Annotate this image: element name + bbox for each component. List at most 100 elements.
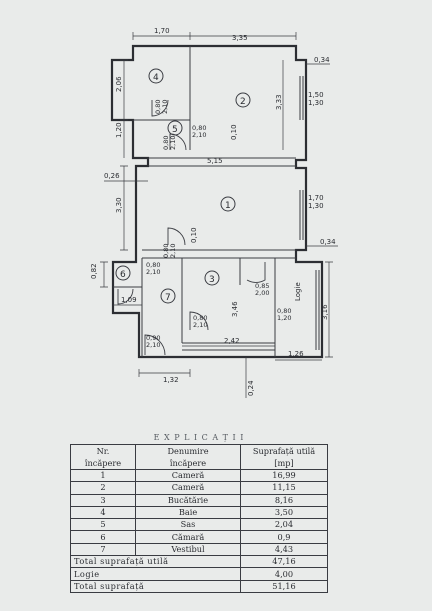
header-area: Suprafață utilă [mp] xyxy=(240,444,328,470)
room-3-marker xyxy=(204,270,220,286)
walls xyxy=(110,44,324,359)
row-nr: 4 xyxy=(70,505,136,520)
row-name: Vestibul xyxy=(135,542,241,557)
row-nr: 6 xyxy=(70,530,136,544)
dim-room6-side: 0,82 xyxy=(90,263,98,279)
dimension-labels: 1,70 3,35 0,34 1,50 1,30 3,33 2,06 1,20 … xyxy=(90,27,336,396)
dim-room4-height: 2,06 xyxy=(115,76,123,92)
door-logie-a-width: 0,85 xyxy=(255,282,269,290)
dim-right-top: 0,34 xyxy=(314,56,330,64)
logie-value: 4,00 xyxy=(240,567,328,581)
dim-logie-height: 3,16 xyxy=(321,304,329,320)
room-logie-label: Logie xyxy=(294,282,302,301)
row-area: 0,9 xyxy=(240,530,328,544)
door-5b-height: 2,10 xyxy=(169,136,177,150)
door-7-width: 0,90 xyxy=(146,334,160,342)
door-swings xyxy=(117,99,266,356)
door-5-height: 2,10 xyxy=(192,131,206,139)
row-area: 8,16 xyxy=(240,493,328,507)
room-6-marker xyxy=(115,265,131,281)
table-row: 1 Cameră 16,99 xyxy=(70,468,328,483)
table-row: 7 Vestibul 4,43 xyxy=(70,542,328,557)
legend-table: Nr. încăpere Denumire încăpere Suprafață… xyxy=(70,444,328,593)
row-nr: 7 xyxy=(70,542,136,557)
room-1-marker xyxy=(220,196,236,212)
room-7-marker xyxy=(160,288,176,304)
legend-caption: E X P L I C A Ț I I xyxy=(153,433,245,442)
dim-right-mid-a: 1,70 xyxy=(308,194,324,202)
row-name: Bucătărie xyxy=(135,493,241,507)
door-1-height: 2,10 xyxy=(169,244,177,258)
header-nr-line1: Nr. xyxy=(96,446,110,456)
dim-inner-partition-a: 0,10 xyxy=(230,124,238,140)
room-numbers: 4 2 5 1 6 3 7 Logie xyxy=(115,68,302,304)
table-row: 5 Sas 2,04 xyxy=(70,518,328,532)
room-6-number: 6 xyxy=(120,270,126,280)
room-5-number: 5 xyxy=(172,125,178,135)
dim-room5-height: 1,20 xyxy=(115,122,123,138)
door-7-height: 2,10 xyxy=(146,341,160,349)
row-name: Cămară xyxy=(135,530,241,544)
total-area-value: 51,16 xyxy=(240,579,328,593)
dim-room3-height: 3,46 xyxy=(231,301,239,317)
door-5b-width: 0,80 xyxy=(162,136,170,150)
total-area-label: Total suprafață xyxy=(70,579,241,593)
total-area-row: Total suprafață 51,16 xyxy=(70,579,328,593)
dim-room1-height: 3,30 xyxy=(115,197,123,213)
room-1-number: 1 xyxy=(225,201,231,211)
room-3-number: 3 xyxy=(209,275,215,285)
door-1-width: 0,80 xyxy=(162,244,170,258)
dim-room3-width: 2,42 xyxy=(224,337,240,345)
row-name: Cameră xyxy=(135,481,241,495)
header-area-line1: Suprafață utilă xyxy=(252,446,316,456)
door-logie-b-width: 0,80 xyxy=(277,307,291,315)
dim-right-upper-b: 1,30 xyxy=(308,99,324,107)
row-area: 16,99 xyxy=(240,468,328,483)
row-area: 4,43 xyxy=(240,542,328,557)
room-7-number: 7 xyxy=(165,293,171,303)
door-logie-b-height: 1,20 xyxy=(277,314,291,322)
total-useful-label: Total suprafață utilă xyxy=(70,555,241,569)
dim-logie-width: 1,26 xyxy=(288,350,304,358)
door-3-height: 2,10 xyxy=(193,321,207,329)
table-row: 6 Cămară 0,9 xyxy=(70,530,328,544)
total-useful-row: Total suprafață utilă 47,16 xyxy=(70,555,328,569)
dim-top-right: 3,35 xyxy=(232,34,248,42)
dim-right-mid-b: 1,30 xyxy=(308,202,324,210)
legend-table-block: E X P L I C A Ț I I Nr. încăpere Denumir… xyxy=(70,432,328,593)
row-nr: 5 xyxy=(70,518,136,532)
dim-inner-partition-b: 0,10 xyxy=(190,227,198,243)
total-useful-value: 47,16 xyxy=(240,555,328,569)
row-area: 2,04 xyxy=(240,518,328,532)
row-nr: 1 xyxy=(70,468,136,483)
logie-row: Logie 4,00 xyxy=(70,567,328,581)
row-name: Cameră xyxy=(135,468,241,483)
header-name: Denumire încăpere xyxy=(135,444,241,470)
row-name: Baie xyxy=(135,505,241,520)
door-4-width: 0,80 xyxy=(154,100,162,114)
dim-top-left: 1,70 xyxy=(154,27,170,35)
door-labels: 0,80 2,10 0,80 2,10 0,80 2,10 0,80 2,10 … xyxy=(146,100,291,349)
table-row: 3 Bucătărie 8,16 xyxy=(70,493,328,507)
door-6-width: 0,80 xyxy=(146,261,160,269)
dim-right-upper-a: 1,50 xyxy=(308,91,324,99)
door-3-width: 0,80 xyxy=(193,314,207,322)
room-2-marker xyxy=(235,92,251,108)
header-nr-line2: încăpere xyxy=(84,458,122,468)
dimension-lines xyxy=(100,32,338,398)
header-name-line1: Denumire xyxy=(167,446,209,456)
header-area-line2: [mp] xyxy=(274,458,294,468)
dim-left-offset: 0,26 xyxy=(104,172,120,180)
row-area: 11,15 xyxy=(240,481,328,495)
door-5-width: 0,80 xyxy=(192,124,206,132)
door-6-height: 2,10 xyxy=(146,268,160,276)
dim-room1-width: 5,15 xyxy=(207,157,223,165)
row-nr: 2 xyxy=(70,481,136,495)
door-logie-a-height: 2,00 xyxy=(255,289,269,297)
room-5-marker xyxy=(167,120,183,136)
dim-bottom-offset: 0,24 xyxy=(247,380,255,396)
header-nr: Nr. încăpere xyxy=(70,444,136,470)
dim-room7-width: 1,32 xyxy=(163,376,179,384)
door-4-height: 2,10 xyxy=(161,100,169,114)
